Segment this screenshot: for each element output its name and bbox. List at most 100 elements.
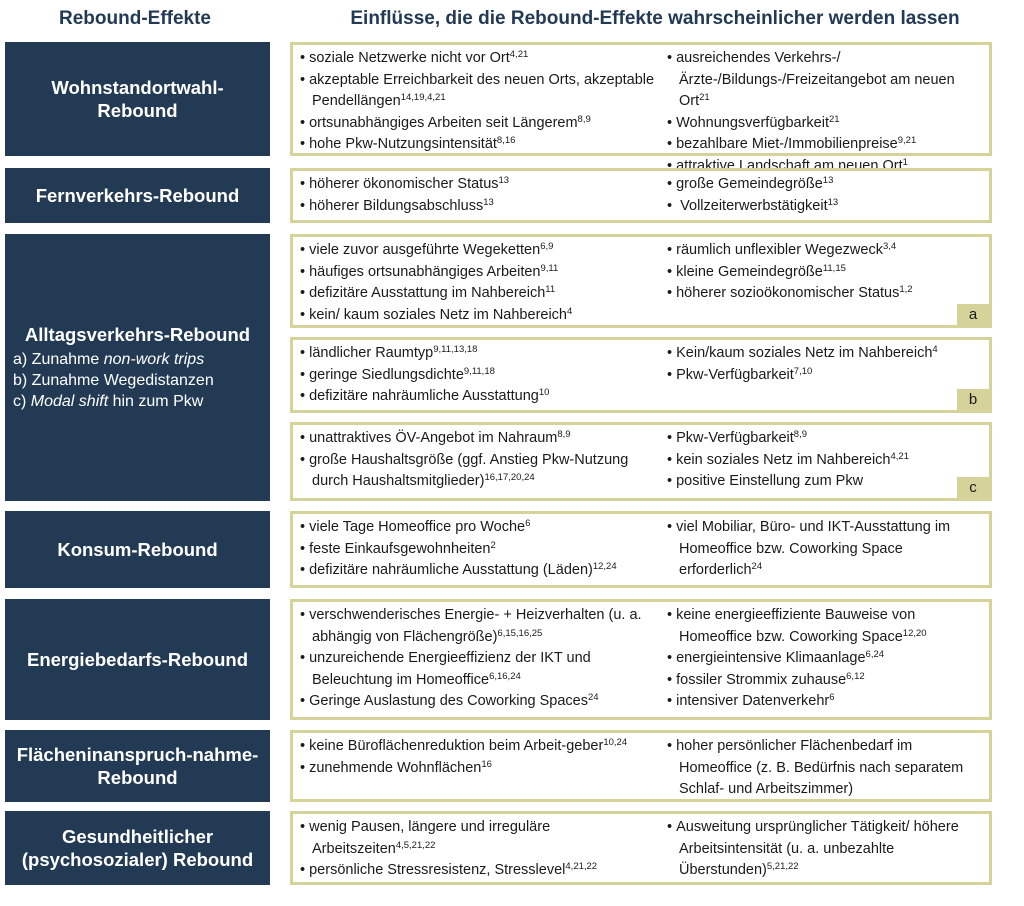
item-reference: 6	[829, 692, 835, 703]
item-text: zunehmende Wohnflächen	[309, 759, 482, 776]
list-item: fossiler Strommix zuhause6,12	[667, 670, 989, 692]
label-flaecheninanspruchnahme-title: Flächeninanspruch-nahme-Rebound	[16, 744, 259, 788]
box-wohnstandortwahl: soziale Netzwerke nicht vor Ort4,21akzep…	[290, 42, 992, 174]
label-fernverkehr: Fernverkehrs-Rebound	[5, 168, 270, 223]
box-alltagsverkehr-a: viele zuvor ausgeführte Wegeketten6,9häu…	[290, 234, 992, 328]
item-reference: 21	[699, 92, 710, 103]
list-item: Vollzeiterwerbstätigkeit13	[667, 196, 989, 218]
item-reference: 6,12	[846, 670, 865, 682]
item-text: Pkw-Verfügbarkeit	[676, 430, 794, 446]
list-item: räumlich unflexibler Wegezweck3,4	[667, 240, 989, 262]
col-right: Ausweitung ursprünglicher Tätigkeit/ höh…	[667, 817, 989, 882]
item-reference: 8,9	[793, 429, 807, 440]
item-reference: 9,11	[540, 262, 559, 274]
item-text: hoher persönlicher Flächenbedarf im Home…	[676, 738, 964, 797]
col-left: soziale Netzwerke nicht vor Ort4,21akzep…	[300, 48, 660, 156]
item-reference: 9,21	[897, 135, 917, 146]
list-item: Pkw-Verfügbarkeit8,9	[667, 428, 989, 450]
item-text: große Haushaltsgröße (ggf. Anstieg Pkw-N…	[309, 451, 629, 490]
col-right: hoher persönlicher Flächenbedarf im Home…	[667, 736, 989, 801]
item-text: viel Mobiliar, Büro- und IKT-Ausstattung…	[676, 519, 951, 578]
item-reference: 6,16,24	[489, 670, 521, 682]
box-gesundheitlicher: wenig Pausen, längere und irreguläre Arb…	[290, 811, 992, 885]
col-left: höherer ökonomischer Status13höherer Bil…	[300, 174, 660, 217]
item-text: Geringe Auslastung des Coworking Spaces	[309, 693, 588, 709]
tag-c: c	[957, 477, 989, 498]
item-reference: 6	[525, 518, 531, 529]
label-alltagsverkehr-title: Alltagsverkehrs-Rebound	[24, 324, 251, 345]
label-konsum: Konsum-Rebound	[5, 511, 270, 588]
item-reference: 10,24	[603, 737, 628, 748]
item-text: soziale Netzwerke nicht vor Ort	[309, 50, 510, 66]
item-text: wenig Pausen, längere und irreguläre Arb…	[309, 819, 551, 857]
label-wohnstandortwahl-title: Wohnstandortwahl-Rebound	[51, 77, 224, 121]
item-text: persönliche Stressresistenz, Stresslevel	[309, 862, 566, 878]
item-text: intensiver Datenverkehr	[676, 693, 830, 709]
list-item: Pkw-Verfügbarkeit7,10	[667, 365, 989, 387]
label-energiebedarf-title: Energiebedarfs-Rebound	[27, 649, 248, 670]
item-reference: 12,24	[592, 561, 617, 572]
list-item: hohe Pkw-Nutzungsintensität8,16	[300, 134, 660, 156]
item-reference: 11,15	[822, 262, 846, 274]
list-item: keine Büroflächenreduktion beim Arbeit-g…	[300, 736, 660, 758]
item-reference: 6,24	[865, 649, 885, 660]
item-reference: 24	[751, 561, 763, 572]
list-item: bezahlbare Miet-/Immobilienpreise9,21	[667, 134, 989, 156]
list-item: viele zuvor ausgeführte Wegeketten6,9	[300, 240, 660, 262]
item-reference: 21	[829, 113, 840, 125]
box-energiebedarf: verschwenderisches Energie- + Heizverhal…	[290, 599, 992, 720]
label-fernverkehr-title: Fernverkehrs-Rebound	[35, 185, 240, 206]
item-text: höherer Bildungsabschluss	[309, 197, 484, 214]
list-item: Kein/kaum soziales Netz im Nahbereich4	[667, 343, 989, 365]
list-item: geringe Siedlungsdichte9,11,18	[300, 365, 660, 387]
item-text: Wohnungsverfügbarkeit	[676, 114, 829, 131]
item-reference: 5,21,22	[766, 861, 799, 872]
col-right: große Gemeindegröße13 Vollzeiterwerbstät…	[667, 174, 989, 217]
item-text: ländlicher Raumtyp	[309, 345, 434, 361]
list-item: energieintensive Klimaanlage6,24	[667, 648, 989, 670]
list-item: kleine Gemeindegröße11,15	[667, 262, 989, 284]
col-right: viel Mobiliar, Büro- und IKT-Ausstattung…	[667, 517, 989, 582]
item-reference: 8,16	[496, 135, 516, 146]
list-item: ländlicher Raumtyp9,11,13,18	[300, 343, 660, 365]
item-reference: 2	[490, 539, 496, 551]
box-alltagsverkehr-b: ländlicher Raumtyp9,11,13,18geringe Sied…	[290, 337, 992, 413]
col-right: räumlich unflexibler Wegezweck3,4kleine …	[667, 240, 989, 305]
col-left: viele zuvor ausgeführte Wegeketten6,9häu…	[300, 240, 660, 326]
item-text: energieintensive Klimaanlage	[676, 650, 866, 666]
list-item: höherer ökonomischer Status13	[300, 174, 660, 196]
item-text: viele Tage Homeoffice pro Woche	[309, 519, 526, 535]
item-text: höherer sozioökonomischer Status	[676, 285, 900, 301]
list-item: wenig Pausen, längere und irreguläre Arb…	[300, 817, 660, 860]
label-gesundheitlicher: Gesundheitlicher (psychosozialer) Reboun…	[5, 811, 270, 885]
item-reference: 14,19,4,21	[400, 92, 446, 103]
list-item: verschwenderisches Energie- + Heizverhal…	[300, 605, 660, 648]
tag-b: b	[957, 389, 989, 410]
item-text: unzureichende Energieeffizienz der IKT u…	[309, 650, 591, 688]
item-text: ausreichendes Verkehrs-/Ärzte-/Bildungs-…	[676, 50, 955, 109]
item-reference: 9,11,18	[463, 365, 495, 377]
item-text: defizitäre nahräumliche Ausstattung (Läd…	[309, 562, 593, 578]
item-text: Pkw-Verfügbarkeit	[676, 366, 794, 383]
item-reference: 4	[567, 305, 573, 317]
item-reference: 3,4	[882, 241, 897, 252]
header-einfluesse: Einflüsse, die die Rebound-Effekte wahrs…	[350, 8, 960, 29]
item-text: keine energieeffiziente Bauweise von Hom…	[676, 607, 916, 645]
label-gesundheitlicher-title: Gesundheitlicher (psychosozialer) Reboun…	[21, 826, 254, 870]
tag-a: a	[957, 304, 989, 325]
item-reference: 13	[483, 196, 494, 208]
item-reference: 11	[545, 284, 556, 295]
item-text: ortsunabhängiges Arbeiten seit Längerem	[309, 114, 578, 131]
item-text: defizitäre nahräumliche Ausstattung	[309, 388, 539, 404]
list-item: positive Einstellung zum Pkw	[667, 471, 989, 493]
item-reference: 1	[902, 156, 908, 168]
list-item: große Haushaltsgröße (ggf. Anstieg Pkw-N…	[300, 450, 660, 493]
item-reference: 6,9	[540, 241, 554, 252]
label-wohnstandortwahl: Wohnstandortwahl-Rebound	[5, 42, 270, 156]
item-reference: 9,11,13,18	[433, 344, 478, 355]
item-text: unattraktives ÖV-Angebot im Nahraum	[309, 430, 558, 446]
box-fernverkehr: höherer ökonomischer Status13höherer Bil…	[290, 168, 992, 223]
list-item: intensiver Datenverkehr6	[667, 691, 989, 713]
item-text: Ausweitung ursprünglicher Tätigkeit/ höh…	[676, 819, 959, 878]
item-text: fossiler Strommix zuhause	[676, 671, 847, 688]
